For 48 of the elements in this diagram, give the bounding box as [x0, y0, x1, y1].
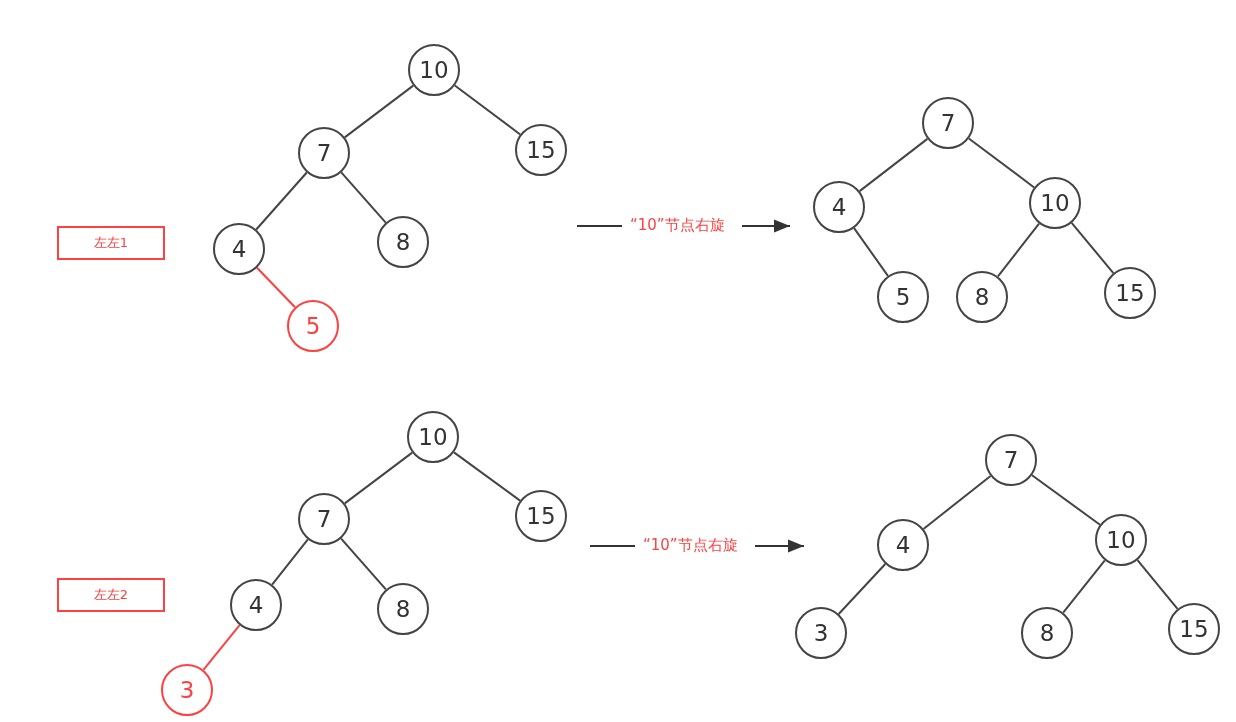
- tree-node-circle: 8: [377, 583, 429, 635]
- tree-edge: [256, 266, 296, 309]
- tree-edge: [853, 227, 889, 277]
- tree-node-circle: 7: [298, 493, 350, 545]
- tree-edge: [453, 84, 522, 136]
- tree-node-circle: 8: [1021, 607, 1073, 659]
- tree-edge: [1062, 559, 1106, 614]
- tree-edge: [343, 84, 415, 139]
- tree-edge: [1070, 221, 1115, 275]
- tree-node-circle: 7: [985, 434, 1037, 486]
- tree-edge: [271, 538, 309, 586]
- tree-node-circle: 4: [230, 579, 282, 631]
- tree-node-circle: 5: [877, 271, 929, 323]
- tree-edge: [1136, 559, 1179, 610]
- tree-edge: [996, 222, 1041, 278]
- tree-node-circle: 10: [1029, 177, 1081, 229]
- tree-node-circle: 5: [287, 300, 339, 352]
- tree-node-circle: 3: [795, 607, 847, 659]
- tree-node-circle: 10: [1095, 514, 1147, 566]
- tree-node-circle: 8: [956, 271, 1008, 323]
- tree-node-circle: 4: [877, 519, 929, 571]
- tree-edge: [1031, 474, 1101, 526]
- tree-node-circle: 15: [1168, 603, 1220, 655]
- tree-node-circle: 7: [298, 127, 350, 179]
- tree-node-circle: 3: [161, 664, 213, 716]
- tree-node-circle: 10: [407, 411, 459, 463]
- tree-edge: [343, 451, 414, 505]
- tree-edge: [202, 624, 241, 671]
- tree-edge: [340, 537, 387, 591]
- tree-node-circle: 15: [515, 124, 567, 176]
- rotation-label: “10”节点右旋: [630, 216, 725, 235]
- tree-node-circle: 4: [813, 181, 865, 233]
- tree-edge: [967, 137, 1036, 189]
- tree-node-circle: 4: [213, 223, 265, 275]
- tree-node-circle: 15: [515, 490, 567, 542]
- tree-edge: [837, 563, 887, 615]
- case-label-box: 左左1: [57, 226, 165, 260]
- tree-node-circle: 8: [377, 216, 429, 268]
- rotation-label: “10”节点右旋: [643, 536, 738, 555]
- case-label-box: 左左2: [57, 578, 165, 612]
- tree-node-circle: 10: [408, 44, 460, 96]
- tree-edge: [255, 171, 308, 231]
- tree-edge: [453, 451, 521, 502]
- tree-edge: [858, 137, 929, 193]
- tree-edge: [922, 475, 992, 530]
- tree-edge: [340, 171, 387, 224]
- tree-node-circle: 15: [1104, 267, 1156, 319]
- tree-node-circle: 7: [922, 97, 974, 149]
